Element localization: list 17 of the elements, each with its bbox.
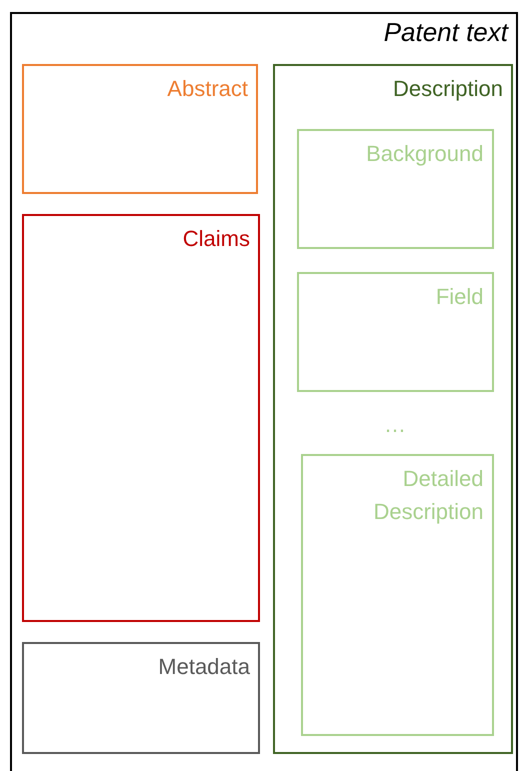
subsection-box <box>296 272 494 392</box>
subsection-box <box>300 454 494 736</box>
section-heading: Abstract <box>167 75 248 103</box>
subsection-box <box>296 128 494 248</box>
section-heading: Description <box>392 75 503 103</box>
section-box <box>22 642 260 754</box>
subsection-heading: Field <box>436 282 484 310</box>
subsection-heading: Detailed Description <box>372 464 484 526</box>
section-box <box>273 64 513 754</box>
section-box <box>22 214 260 622</box>
frame-title: Patent text <box>384 16 508 49</box>
section-heading: Metadata <box>158 653 250 681</box>
subsection-heading: Background <box>366 140 484 168</box>
section-heading: Claims <box>182 225 250 253</box>
section-box <box>22 64 258 194</box>
ellipsis-text: … <box>384 412 406 438</box>
page-frame <box>10 12 518 771</box>
